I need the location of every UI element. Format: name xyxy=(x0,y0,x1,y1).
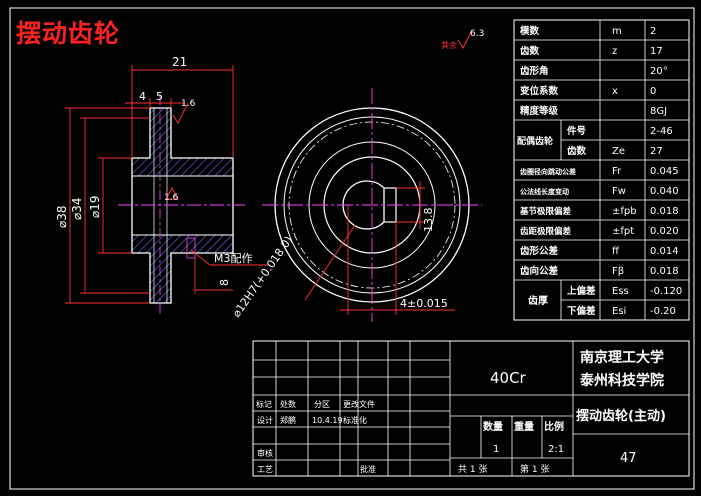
param-label: 变位系数 xyxy=(520,85,559,97)
gear-parameter-table: 配偶齿轮 齿厚 模数 m 2 齿数 z 17 齿形角 20° 变位系数 x 0 精度等级 8GJ 件号 2-… xyxy=(513,19,690,321)
dim-d19: ⌀19 xyxy=(88,196,102,219)
param-label: 齿距极限偏差 xyxy=(520,226,572,237)
param-value: 0 xyxy=(650,86,656,97)
param-label: 齿向公差 xyxy=(520,265,559,277)
param-label: 齿圈径向跳动公差 xyxy=(520,167,576,176)
param-label: 下偏差 xyxy=(567,305,596,317)
dim-21: 21 xyxy=(172,55,187,69)
dim-m3: M3配作 xyxy=(214,252,253,265)
dim-8: 8 xyxy=(218,279,231,286)
param-symbol: m xyxy=(612,26,622,37)
param-value: 0.018 xyxy=(650,206,679,217)
param-label: 精度等级 xyxy=(520,105,559,117)
param-label: 公法线长度变动 xyxy=(520,187,569,196)
bore-keyway xyxy=(342,180,385,230)
h-zone: 分区 xyxy=(314,400,330,409)
param-value: 27 xyxy=(650,146,663,157)
param-value: 8GJ xyxy=(650,106,667,117)
material: 40Cr xyxy=(490,369,527,387)
hatch-bottom-hub xyxy=(132,235,233,253)
param-label: 齿数 xyxy=(520,45,540,57)
set-screw xyxy=(186,237,196,259)
param-symbol: Ess xyxy=(612,286,629,297)
roughness-1: 1.6 xyxy=(181,99,196,109)
drawing-title: 摆动齿轮 xyxy=(16,19,121,48)
section-view: 21 4 5 ⌀38 ⌀34 ⌀19 8 M3配作 1.6 1.6 xyxy=(55,55,268,315)
param-value: 0.040 xyxy=(650,186,679,197)
param-label: 齿形公差 xyxy=(520,245,559,257)
roughness-other-symbol xyxy=(457,29,473,50)
pair-gear-label: 配偶齿轮 xyxy=(517,135,553,147)
param-value: 2-46 xyxy=(650,126,673,137)
param-symbol: ±fpb xyxy=(612,206,637,217)
r-design: 设计 xyxy=(257,415,273,425)
q-qty: 数量 xyxy=(483,420,503,433)
school-name-1: 南京理工大学 xyxy=(580,349,664,366)
drawing-border xyxy=(9,7,695,490)
dim-key-height: 13.8 xyxy=(422,208,435,233)
school-name-2: 泰州科技学院 xyxy=(579,372,664,389)
dim-d34: ⌀34 xyxy=(70,198,84,221)
drawing-number: 47 xyxy=(620,451,637,466)
param-value: 0.018 xyxy=(650,266,679,277)
param-symbol: Esi xyxy=(612,306,626,317)
param-symbol: Fr xyxy=(612,166,622,177)
param-value: 0.014 xyxy=(650,246,679,257)
dim-d38: ⌀38 xyxy=(55,206,69,229)
front-view: 4±0.015 13.8 ⌀12H7(+0.018 0) xyxy=(230,88,482,322)
param-symbol: z xyxy=(612,46,617,57)
title-block: 40Cr 南京理工大学 泰州科技学院 摆动齿轮(主动) 47 标记 处数 分区 … xyxy=(252,340,690,477)
dim-5: 5 xyxy=(156,90,163,103)
r-review: 审核 xyxy=(257,448,273,458)
param-label: 上偏差 xyxy=(567,285,596,297)
hatch-top-rim xyxy=(150,108,171,158)
q-weight: 重量 xyxy=(514,420,534,433)
param-label: 件号 xyxy=(567,125,587,137)
param-symbol: x xyxy=(612,86,618,97)
sheet-number: 第 1 张 xyxy=(520,463,549,475)
param-label: 齿数 xyxy=(567,145,587,157)
h-mark: 标记 xyxy=(256,399,272,409)
r-date: 10.4.19 xyxy=(312,416,343,425)
param-label: 基节极限偏差 xyxy=(519,206,572,217)
h-count: 处数 xyxy=(280,399,296,409)
dim-key-width: 4±0.015 xyxy=(400,297,448,310)
dim-bore: ⌀12H7(+0.018 0) xyxy=(230,234,296,320)
dim-4: 4 xyxy=(139,90,146,103)
param-value: 2 xyxy=(650,26,656,37)
param-label: 模数 xyxy=(520,25,540,37)
hatch-bottom-rim xyxy=(150,253,171,303)
part-name: 摆动齿轮(主动) xyxy=(576,408,666,424)
param-symbol: ff xyxy=(612,246,620,257)
r-design-name: 郑鹏 xyxy=(280,415,296,425)
param-label: 齿形角 xyxy=(520,65,549,77)
tooth-thickness-label: 齿厚 xyxy=(528,294,548,307)
roughness-other-value: 6.3 xyxy=(470,29,484,39)
param-value: -0.120 xyxy=(650,286,682,297)
roughness-symbol-1 xyxy=(172,102,189,125)
datum-triangle xyxy=(165,186,179,200)
param-symbol: Ze xyxy=(612,146,625,157)
param-value: 0.045 xyxy=(650,166,679,177)
v-qty: 1 xyxy=(493,444,499,455)
param-value: -0.20 xyxy=(650,306,676,317)
hatch-top-hub xyxy=(132,158,233,176)
param-symbol: Fw xyxy=(612,186,626,197)
sheets-total: 共 1 张 xyxy=(458,464,487,475)
h-change: 更改文件 xyxy=(343,399,375,409)
r-std: 标准化 xyxy=(343,415,367,425)
param-symbol: Fβ xyxy=(612,266,624,277)
roughness-other-label: 其余 xyxy=(441,40,457,50)
roughness-2: 1.6 xyxy=(164,193,179,203)
r-craft: 工艺 xyxy=(257,465,273,474)
q-scale: 比例 xyxy=(544,420,564,433)
r-approve: 批准 xyxy=(360,464,376,474)
param-value: 20° xyxy=(650,66,668,77)
param-value: 17 xyxy=(650,46,663,57)
param-symbol: ±fpt xyxy=(612,226,634,237)
v-scale: 2:1 xyxy=(548,444,564,455)
param-value: 0.020 xyxy=(650,226,679,237)
